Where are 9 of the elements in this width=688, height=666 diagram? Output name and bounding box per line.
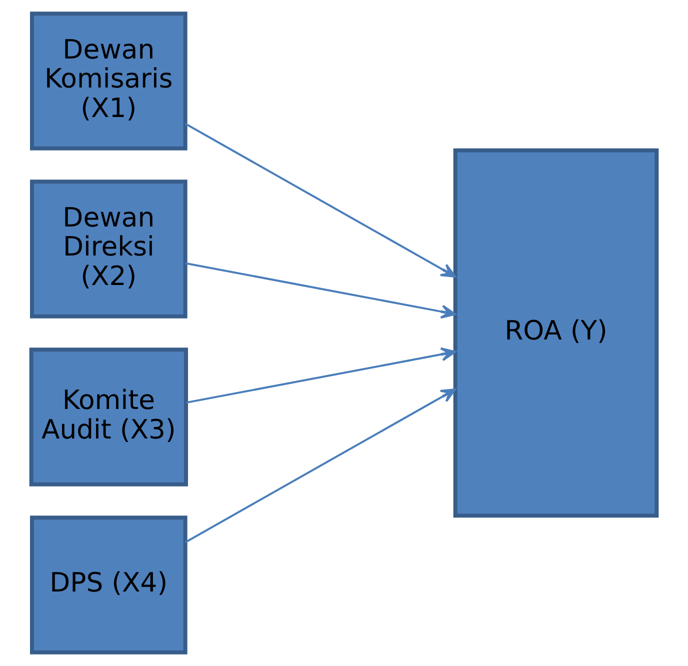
node-box: DPS (X4) [30,516,188,654]
node-box: ROA (Y) [453,148,659,518]
node-box: Dewan Komisaris (X1) [30,12,188,150]
node-box: Komite Audit (X3) [29,348,188,486]
node-box: Dewan Direksi (X2) [30,180,188,318]
arrow [185,262,456,319]
arrow [186,347,456,404]
arrow [184,122,456,278]
arrow [184,388,456,544]
